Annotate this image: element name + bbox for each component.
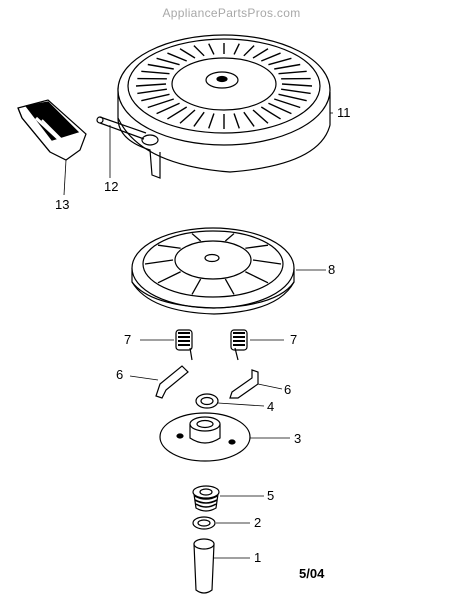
part-2-washer[interactable] xyxy=(192,516,250,530)
part-8-starter-pulley[interactable] xyxy=(131,227,326,315)
housing-slot xyxy=(274,63,301,70)
housing-slot xyxy=(156,57,180,66)
callout-4: 4 xyxy=(267,399,275,414)
housing-slot xyxy=(261,52,281,62)
part-4-washer[interactable] xyxy=(195,393,265,409)
housing-slot xyxy=(243,111,255,127)
date-code: 5/04 xyxy=(299,566,325,581)
pulley-spoke xyxy=(252,259,282,265)
pulley-spoke xyxy=(144,259,174,265)
part-5-brake-spring[interactable] xyxy=(192,485,264,512)
pulley-spoke xyxy=(191,278,202,295)
callout-12: 12 xyxy=(104,179,119,194)
pulley-spoke xyxy=(245,244,269,249)
callout-6-left: 6 xyxy=(116,367,124,382)
part-6-pawl-right[interactable] xyxy=(229,369,283,399)
housing-slot xyxy=(141,70,170,75)
housing-slot xyxy=(141,93,170,102)
callout-13: 13 xyxy=(55,197,70,212)
part-13-starter-handle[interactable] xyxy=(17,99,87,196)
pulley-spoke xyxy=(157,271,181,284)
callout-7-right: 7 xyxy=(290,332,298,347)
pulley-spoke xyxy=(245,271,269,284)
housing-slot xyxy=(208,43,215,55)
housing-slot xyxy=(268,57,292,66)
callout-7-left: 7 xyxy=(124,332,132,347)
housing-slot xyxy=(193,45,205,57)
housing-slot xyxy=(137,88,167,95)
callout-3: 3 xyxy=(294,431,302,446)
pulley-spoke xyxy=(191,233,202,242)
housing-slot xyxy=(208,113,215,129)
callout-11: 11 xyxy=(337,105,351,120)
pulley-spoke xyxy=(224,278,235,295)
housing-slot xyxy=(233,113,240,129)
callout-8: 8 xyxy=(328,262,336,277)
housing-slot xyxy=(167,106,188,120)
housing-slot xyxy=(179,109,196,124)
housing-slot xyxy=(233,43,240,55)
housing-slot xyxy=(278,93,307,102)
part-7-pawl-spring-right[interactable] xyxy=(230,329,284,361)
housing-slot xyxy=(193,111,205,127)
housing-slot xyxy=(135,83,167,87)
housing-slot xyxy=(243,45,255,57)
housing-slot xyxy=(281,83,313,87)
housing-slot xyxy=(167,52,187,62)
part-6-pawl-left[interactable] xyxy=(129,365,189,399)
part-3-pawl-retainer[interactable] xyxy=(159,412,290,462)
callout-2: 2 xyxy=(254,515,262,530)
housing-slot xyxy=(260,106,281,120)
housing-slot xyxy=(252,109,269,124)
housing-slot xyxy=(274,98,301,109)
watermark-text: AppliancePartsPros.com xyxy=(162,6,301,20)
callout-1: 1 xyxy=(254,550,262,565)
housing-slot xyxy=(156,102,180,115)
callout-5: 5 xyxy=(267,488,275,503)
part-12-starter-rope[interactable] xyxy=(96,116,147,178)
pulley-spoke xyxy=(157,244,181,249)
housing-slot xyxy=(252,48,269,59)
housing-slot xyxy=(147,63,174,70)
part-7-pawl-spring-left[interactable] xyxy=(140,329,193,361)
housing-slot xyxy=(268,102,292,115)
pulley-spoke xyxy=(224,233,235,242)
callout-6-right: 6 xyxy=(284,382,292,397)
part-1-center-pin[interactable] xyxy=(193,538,250,594)
part-11-starter-housing[interactable] xyxy=(117,34,331,179)
housing-slot xyxy=(147,98,174,109)
housing-slot xyxy=(179,48,196,59)
housing-slot xyxy=(281,88,311,95)
housing-slot xyxy=(278,70,307,75)
